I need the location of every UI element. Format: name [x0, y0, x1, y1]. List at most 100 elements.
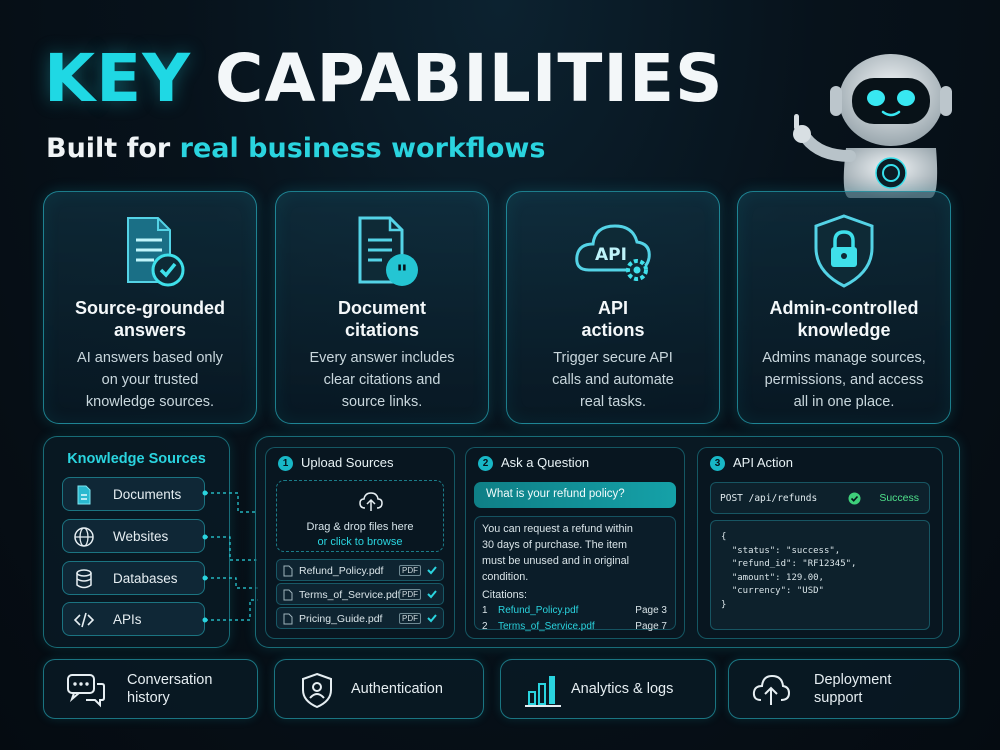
json-line: "currency": "USD" — [721, 586, 824, 596]
card-admin-knowledge: Admin-controlled knowledge Admins manage… — [737, 191, 951, 424]
json-line: "amount": 129.00, — [721, 572, 824, 583]
uploaded-file[interactable]: Terms_of_Service.pdf PDF — [276, 583, 444, 605]
check-icon — [427, 566, 437, 575]
source-websites[interactable]: Websites — [62, 519, 205, 553]
feature-label: Conversation history — [127, 672, 213, 706]
api-title-text: API Action — [733, 455, 793, 470]
source-apis[interactable]: APIs — [62, 602, 205, 636]
api-status: Success — [879, 492, 919, 504]
upload-title: 1 Upload Sources — [278, 455, 394, 471]
database-icon — [76, 569, 92, 589]
card-title: API actions — [581, 298, 645, 340]
bar-chart-icon — [525, 676, 561, 707]
api-request: POST /api/refunds — [720, 493, 818, 504]
source-label: Documents — [113, 487, 182, 502]
svg-text:API: API — [595, 245, 627, 265]
step-number: 3 — [710, 456, 725, 471]
citation-row[interactable]: 2 Terms_of_Service.pdf Page 7 — [482, 621, 667, 635]
feature-label: Analytics & logs — [571, 681, 674, 697]
feature-label: Authentication — [351, 681, 443, 697]
document-quote-icon: " — [358, 216, 418, 287]
json-line: "refund_id": "RF12345", — [721, 559, 857, 569]
api-title: 3 API Action — [710, 455, 793, 471]
feature-analytics-logs: Analytics & logs — [500, 659, 716, 719]
card-description: Trigger secure API calls and automate re… — [552, 350, 674, 410]
card-document-citations: " Document citations Every answer includ… — [275, 191, 489, 424]
file-dropzone[interactable]: Drag & drop files here or click to brows… — [276, 480, 444, 552]
card-source-grounded: Source-grounded answers AI answers based… — [43, 191, 257, 424]
cloud-upload-icon — [359, 492, 383, 511]
globe-icon — [74, 527, 94, 547]
citation-file[interactable]: Terms_of_Service.pdf — [498, 621, 595, 632]
step-number: 1 — [278, 456, 293, 471]
file-type-badge: PDF — [399, 565, 421, 576]
api-response-json: { "status": "success", "refund_id": "RF1… — [710, 520, 930, 630]
question-bubble: What is your refund policy? — [474, 482, 676, 508]
page-title: KEY CAPABILITIES — [44, 46, 724, 112]
source-databases[interactable]: Databases — [62, 561, 205, 595]
knowledge-sources-title: Knowledge Sources — [67, 451, 206, 467]
upload-sources-panel: 1 Upload Sources Drag & drop files here o… — [265, 447, 455, 639]
uploaded-file[interactable]: Refund_Policy.pdf PDF — [276, 559, 444, 581]
source-label: Websites — [113, 529, 169, 544]
document-icon — [77, 485, 91, 505]
feature-conversation-history: Conversation history — [43, 659, 258, 719]
file-name: Refund_Policy.pdf — [299, 565, 384, 577]
shield-user-icon — [302, 672, 332, 708]
uploaded-file[interactable]: Pricing_Guide.pdf PDF — [276, 607, 444, 629]
feature-authentication: Authentication — [274, 659, 484, 719]
json-line: "status": "success", — [721, 545, 841, 556]
answer-text: You can request a refund within 30 days … — [482, 523, 633, 583]
upload-title-text: Upload Sources — [301, 455, 394, 470]
page-subtitle: Built for real business workflows — [46, 133, 545, 164]
citation-page: Page 3 — [635, 605, 667, 616]
robot-mascot-icon — [793, 54, 952, 198]
success-check-icon — [848, 492, 861, 505]
title-accent: KEY — [44, 40, 192, 117]
api-request-row: POST /api/refunds Success — [710, 482, 930, 514]
feature-deployment-support: Deployment support — [728, 659, 960, 719]
file-icon — [283, 565, 293, 577]
citation-file[interactable]: Refund_Policy.pdf — [498, 605, 579, 616]
citations-label: Citations: — [482, 589, 528, 601]
subtitle-prefix: Built for — [46, 133, 180, 164]
cloud-upload-icon — [752, 674, 791, 705]
api-cloud-gear-icon: API — [575, 224, 651, 281]
api-action-panel: 3 API Action POST /api/refunds Success { … — [697, 447, 943, 639]
card-title: Document citations — [337, 298, 426, 340]
chat-bubbles-icon — [67, 674, 105, 708]
ask-question-panel: 2 Ask a Question What is your refund poli… — [465, 447, 685, 639]
card-description: Admins manage sources, permissions, and … — [762, 350, 926, 410]
document-check-icon — [127, 217, 185, 287]
code-icon — [73, 612, 95, 628]
shield-lock-icon — [814, 214, 874, 288]
citation-number: 1 — [482, 605, 488, 616]
card-description: AI answers based only on your trusted kn… — [77, 350, 223, 410]
citation-row[interactable]: 1 Refund_Policy.pdf Page 3 — [482, 605, 667, 619]
file-icon — [283, 613, 293, 625]
knowledge-sources-panel: Knowledge Sources Documents Websites Dat… — [43, 436, 230, 648]
check-icon — [427, 614, 437, 623]
ask-title: 2 Ask a Question — [478, 455, 589, 471]
card-title: Admin-controlled knowledge — [769, 298, 919, 340]
browse-link[interactable]: or click to browse — [317, 536, 403, 548]
json-line: } — [721, 599, 727, 610]
title-main: CAPABILITIES — [215, 40, 724, 117]
svg-text:": " — [396, 262, 407, 287]
step-number: 2 — [478, 456, 493, 471]
card-title: Source-grounded answers — [74, 298, 225, 340]
subtitle-accent: real business workflows — [179, 133, 546, 164]
file-icon — [283, 589, 293, 601]
source-documents[interactable]: Documents — [62, 477, 205, 511]
answer-box: You can request a refund within 30 days … — [474, 516, 676, 632]
card-api-actions: API API actions Trigger secure API calls… — [506, 191, 720, 424]
feature-label: Deployment support — [814, 672, 892, 706]
ask-title-text: Ask a Question — [501, 455, 590, 470]
json-line: { — [721, 532, 727, 542]
dropzone-text: Drag & drop files here — [306, 521, 414, 533]
source-label: APIs — [113, 612, 142, 627]
check-icon — [427, 590, 437, 599]
file-type-badge: PDF — [399, 589, 421, 600]
file-name: Pricing_Guide.pdf — [299, 613, 383, 625]
